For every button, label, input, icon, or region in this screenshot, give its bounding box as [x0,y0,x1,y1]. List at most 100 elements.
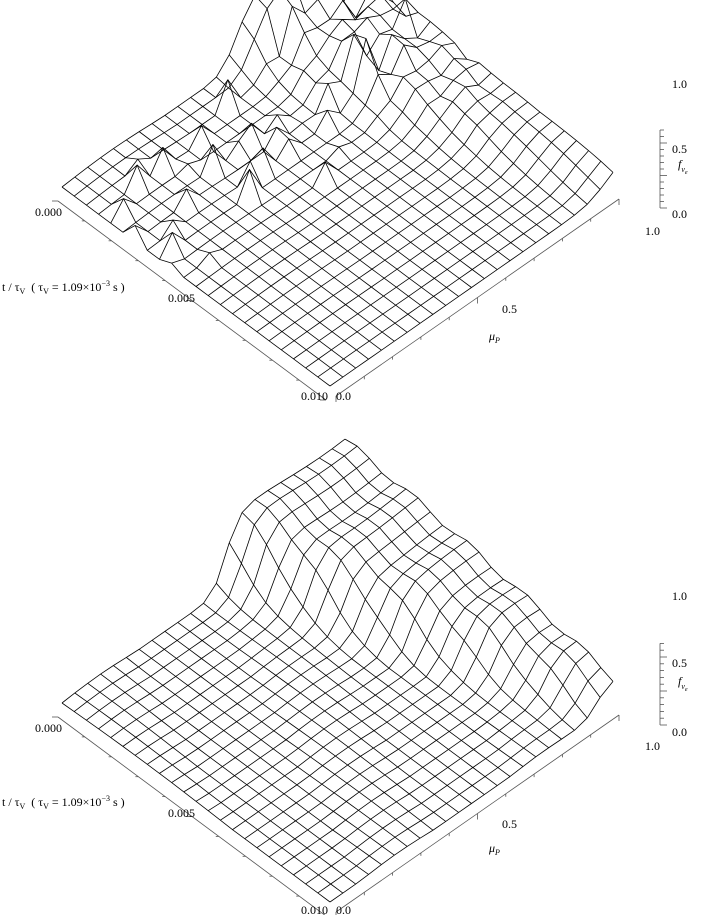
surface-mesh-bottom [61,438,614,903]
mesh-line-mu [61,702,331,903]
mesh-line-mu [126,657,395,856]
mesh-line-mu [61,186,331,387]
mesh-line-mu [100,673,369,875]
mesh-line-mu [331,448,601,698]
mesh-line-mu [113,665,382,865]
z-tick-label: 0.5 [672,656,687,670]
mesh-line-mu [190,613,459,813]
surface-plot-bottom: 0.000 0.005 0.010 0.0 0.5 1.0 0.0 0.5 1.… [2,438,688,915]
mesh-line-mu [344,438,614,682]
mesh-line-mu [164,115,434,315]
mesh-line-mu [342,0,588,205]
mesh-line-mu [113,148,382,351]
mesh-line-mu [87,166,356,369]
mesh-line-t [86,0,345,206]
mesh-line-t [207,566,492,812]
mu-axis-label: μP [488,329,500,345]
mesh-line-mu [177,622,447,822]
axes-bottom [52,643,667,915]
mesh-line-mu [203,79,472,288]
mesh-line-t [122,488,407,747]
t-tick-label: 0.010 [301,903,328,915]
z-axis-label: fνe [678,674,688,693]
z-tick-label: 0.0 [672,207,687,221]
t-axis-label: t / τV( τV = 1.09×10−3 s ) [2,279,125,296]
mu-axis-label: μP [488,841,500,857]
mesh-line-t [293,140,577,360]
mesh-line-t [244,101,528,324]
mesh-line-mu [100,157,369,360]
mesh-line-t [61,438,346,704]
mesh-line-mu [267,490,537,758]
mesh-line-t [98,472,382,730]
mesh-line-t [159,31,443,260]
mesh-line-mu [280,482,549,749]
mesh-line-mu [228,54,498,270]
mesh-line-t [317,667,602,894]
mesh-line-t [256,608,541,849]
mu-tick-label: 1.0 [645,224,660,238]
mu-tick-label: 0.5 [502,302,517,316]
t-tick-label: 0.000 [35,205,62,219]
mesh-line-mu [190,97,459,297]
mesh-line-t [232,91,516,314]
mesh-line-t [232,586,516,830]
mesh-line-mu [216,76,485,279]
mesh-line-mu [87,682,356,885]
mesh-line-t [86,458,370,721]
mesh-line-mu [138,648,408,847]
surface-mesh-top [61,0,614,387]
z-tick-label: 1.0 [672,589,687,603]
mesh-line-t [134,497,419,756]
z-axis-label: fνe [678,157,688,176]
mesh-line-mu [306,466,575,731]
z-tick-label: 0.0 [672,725,687,739]
mesh-line-mu [384,0,601,190]
mesh-line-t [171,533,455,783]
mesh-line-t [256,111,541,333]
mesh-line-mu [216,583,485,795]
mesh-line-t [195,551,480,802]
mesh-line-t [220,579,504,821]
mu-tick-label: 0.0 [336,903,351,915]
mesh-line-mu [300,0,549,235]
mu-tick-label: 0.0 [336,389,351,403]
mesh-line-t [220,82,504,305]
z-tick-label: 1.0 [672,77,687,91]
mesh-line-mu [177,106,447,306]
mesh-line-t [110,482,394,738]
mesh-line-mu [228,542,498,786]
mu-tick-label: 1.0 [645,739,660,753]
mesh-line-t [183,540,468,793]
t-axis-label: t / τV( τV = 1.09×10−3 s ) [2,794,125,811]
mesh-line-mu [286,0,537,244]
mesh-line-t [317,160,602,378]
mesh-line-mu [74,176,344,378]
mesh-line-t [73,0,274,197]
mesh-line-t [110,0,394,224]
mesh-line-mu [241,21,511,261]
mesh-line-t [73,445,358,712]
mesh-line-mu [258,0,524,253]
z-tick-label: 0.5 [672,142,687,156]
mesh-line-t [281,130,565,351]
mesh-line-t [244,594,528,840]
mesh-line-t [183,58,467,278]
mesh-line-mu [342,0,575,216]
t-tick-label: 0.005 [168,291,195,305]
t-tick-label: 0.000 [35,721,62,735]
mesh-line-t [329,172,614,387]
t-tick-label: 0.010 [301,389,328,403]
mesh-line-t [207,72,492,296]
mesh-line-mu [151,639,421,839]
mesh-line-mu [241,512,511,777]
mu-tick-label: 0.5 [502,817,517,831]
mesh-line-mu [164,631,434,831]
mesh-line-mu [319,457,588,719]
t-tick-label: 0.005 [168,806,195,820]
mesh-line-t [147,21,431,251]
mesh-line-mu [74,692,344,894]
mesh-line-t [171,42,455,264]
mesh-line-mu [203,603,472,804]
surface-plot-top: 0.000 0.005 0.010 0.0 0.5 1.0 0.0 0.5 1.… [2,0,688,403]
